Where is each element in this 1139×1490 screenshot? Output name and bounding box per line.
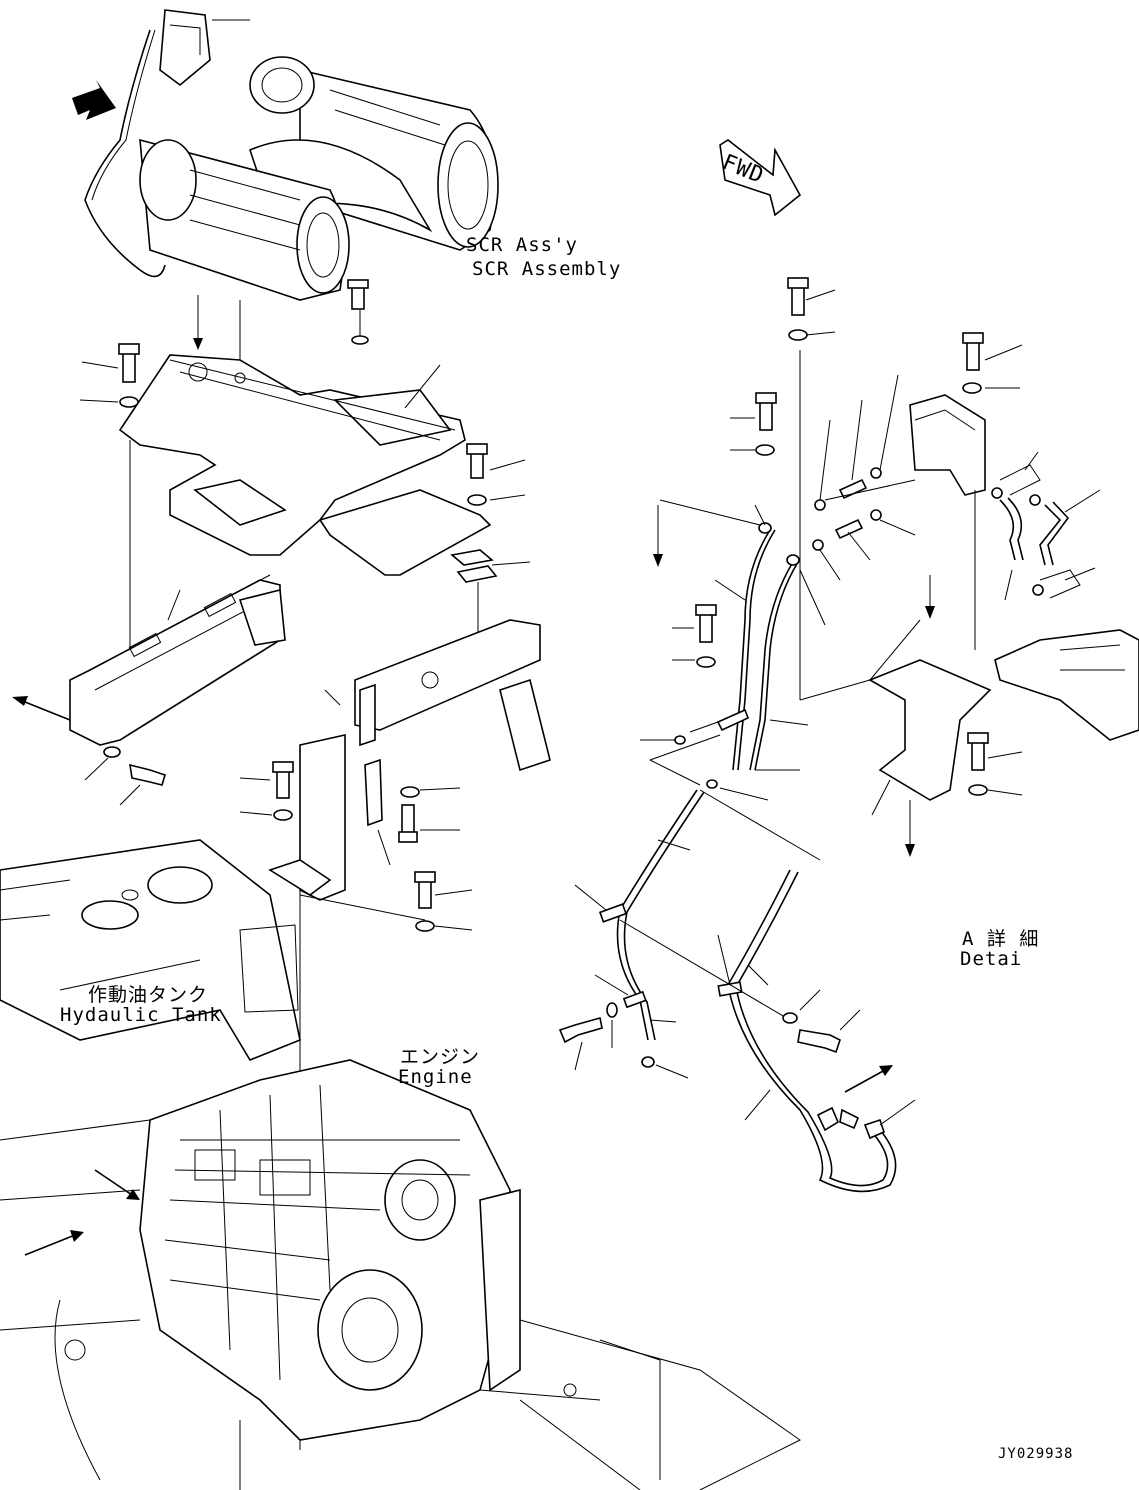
scr-assembly xyxy=(72,9,499,345)
bolt-washer-set xyxy=(299,871,473,932)
bolt-washer-set xyxy=(79,343,140,408)
hydraulic-tank-label-jp: 作動油タンク xyxy=(88,984,209,1006)
right-support-frame xyxy=(268,619,551,901)
engine-label-jp: エンジン xyxy=(400,1046,481,1068)
left-support-beam xyxy=(69,574,286,746)
bolt-washer-set xyxy=(239,761,294,821)
engine xyxy=(0,1059,801,1490)
detail-a-label-jp: A 詳 細 xyxy=(962,928,1040,950)
fwd-arrow xyxy=(719,139,802,217)
scr-assembly-label-jp: SCR Ass'y xyxy=(466,234,578,256)
detail-a-assembly xyxy=(558,277,1139,1193)
engine-label-en: Engine xyxy=(398,1066,473,1088)
detail-a-label-en: Detai xyxy=(960,948,1023,970)
bolt-washer-set xyxy=(84,746,166,806)
hydraulic-tank xyxy=(0,839,301,1061)
drawing-number: JY029938 xyxy=(998,1446,1074,1462)
bolt-washer-set xyxy=(450,443,531,583)
mounting-plate xyxy=(118,354,492,576)
scr-assembly-label-en: SCR Assembly xyxy=(472,258,622,280)
bolt-washer-set xyxy=(398,786,461,843)
hydraulic-tank-label-en: Hydaulic Tank xyxy=(60,1004,222,1026)
